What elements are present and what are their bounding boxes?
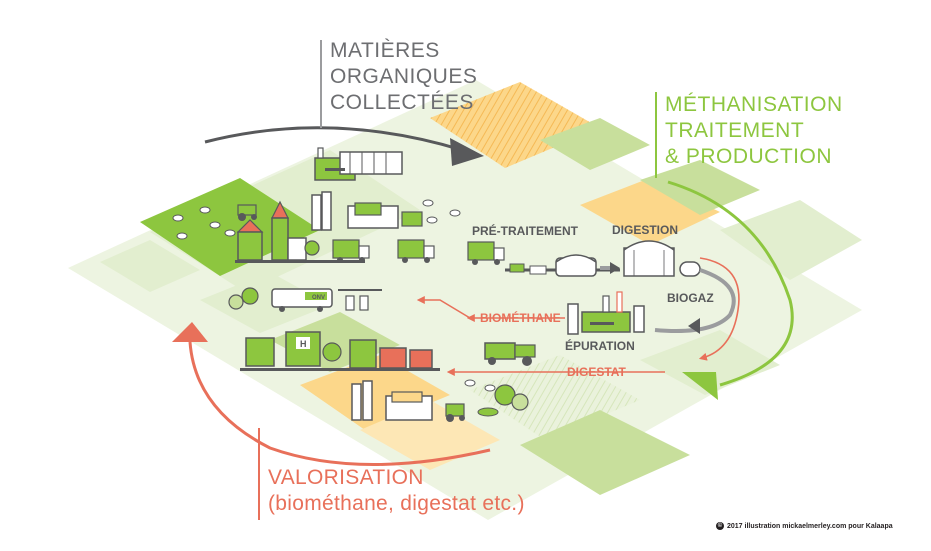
pretreatment-arrow-head [610,262,620,274]
digestion-tank [623,240,701,277]
factory-building [314,147,403,181]
digestion-field [580,178,720,245]
credit-text: 2017 illustration mickaelmerley.com pour… [727,522,893,530]
purification-unit [567,291,645,335]
crop-field [430,82,600,168]
bottom-farm [351,380,529,422]
valorisation-heading-bar [258,428,260,520]
valorisation-arrow-head [172,322,208,342]
label-pretreatment: PRÉ-TRAITEMENT [472,223,579,238]
collect-heading: MATIÈRES ORGANIQUES COLLECTÉES [330,38,477,116]
methanisation-heading: MÉTHANISATION TRAITEMENT & PRODUCTION [665,92,843,170]
collect-heading-line-2: ORGANIQUES [330,65,478,88]
label-digestion: DIGESTION [612,223,678,237]
village-church [235,200,365,263]
biogas-arrow-head [688,318,700,334]
town-buildings: H [240,331,440,371]
methanisation-heading-line-1: MÉTHANISATION [665,93,843,116]
ground-plane [68,80,862,520]
methanisation-heading-line-2: TRAITEMENT [665,119,805,142]
methanisation-heading-line-3: & PRODUCTION [665,145,833,168]
collect-heading-line-3: COLLECTÉES [330,91,474,114]
valorisation-flow-arrows [416,257,740,376]
methanisation-heading-bar [655,92,657,178]
label-biogas: BIOGAZ [667,291,714,305]
pasture-field [140,178,320,276]
collect-heading-bar [320,40,322,128]
valorisation-heading-line-1: VALORISATION [268,466,424,489]
collect-heading-line-1: MATIÈRES [330,39,440,62]
collect-arrow-head [450,138,484,166]
bus-sign: ONV [312,295,325,301]
label-digestate: DIGESTAT [567,365,627,379]
label-biomethane: BIOMÉTHANE [480,310,561,325]
tractor-top [237,204,257,221]
cycle-arrows [188,126,794,466]
bus-station: ONV [228,287,382,312]
copyright-icon: © [716,522,724,530]
collection-trucks [332,239,505,265]
valorisation-heading: VALORISATION (biométhane, digestat etc.) [268,465,525,517]
copyright-credit: ©2017 illustration mickaelmerley.com pou… [716,522,893,530]
cows [172,199,496,392]
digestate-tractor [484,342,536,366]
label-purification: ÉPURATION [565,338,635,353]
village-field [300,355,450,430]
valorisation-heading-line-2: (biométhane, digestat etc.) [268,492,525,515]
farm-silos [311,191,423,231]
hospital-sign: H [300,339,307,349]
methanisation-arrow-head [682,372,718,400]
